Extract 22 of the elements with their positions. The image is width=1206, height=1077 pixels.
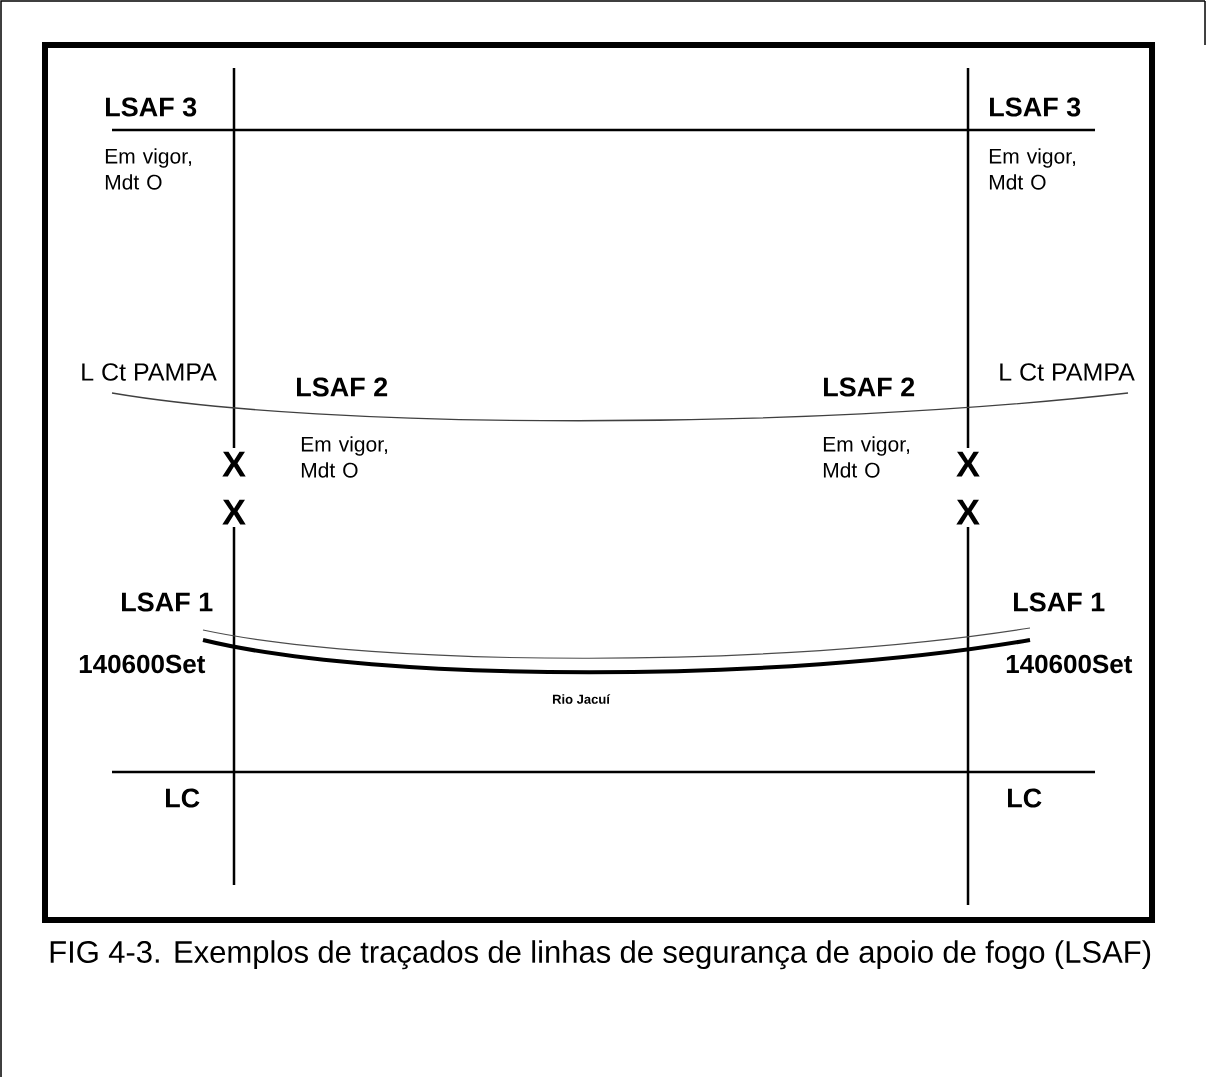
x-mark: X [956, 451, 980, 477]
caption: FIG 4-3. Exemplos de traçados de linhas de segurança de apoio de fogo (LSAF) [50, 940, 1151, 970]
status-note: Em vigor, Mdt O [301, 436, 387, 478]
line-label: LSAF 2 [824, 377, 915, 397]
line-label: LSAF 1 [1014, 592, 1105, 612]
line-label: LSAF 3 [106, 97, 197, 117]
line-label: LC [1008, 788, 1042, 808]
status-note: Em vigor, Mdt O [823, 436, 910, 478]
line-label: LSAF 2 [297, 377, 388, 397]
time-label: 140600Set [1006, 654, 1133, 674]
line-label: L Ct PAMPA [1000, 363, 1135, 381]
x-mark: X [956, 499, 980, 525]
line-label: LSAF 3 [990, 97, 1081, 117]
line-label: L Ct PAMPA [82, 363, 217, 381]
x-mark: X [222, 451, 246, 477]
time-label: 140600Set [79, 654, 206, 674]
status-note: Em vigor, Mdt O [989, 148, 1076, 190]
status-note: Em vigor, Mdt O [105, 148, 191, 190]
river-label: Rio Jacuí [552, 694, 611, 704]
x-mark: X [222, 499, 246, 525]
line-label: LSAF 1 [122, 592, 213, 612]
line-label: LC [166, 788, 200, 808]
